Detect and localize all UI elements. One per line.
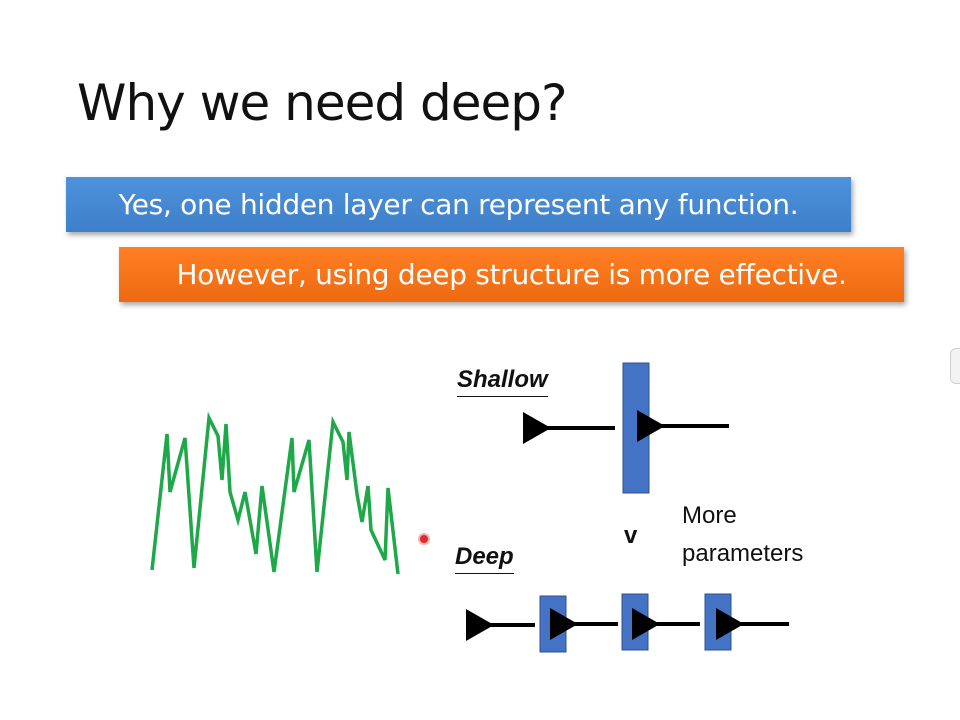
statement-banner-orange: However, using deep structure is more ef…: [119, 247, 904, 302]
slide-title: Why we need deep?: [77, 74, 568, 132]
comparison-symbol: v: [624, 522, 638, 549]
deep-layer-1: [539, 595, 567, 653]
shallow-label: Shallow: [457, 366, 548, 397]
deep-layer-2: [621, 593, 649, 651]
deep-layer-3: [704, 593, 732, 651]
deep-label: Deep: [455, 543, 514, 574]
shallow-hidden-layer: [622, 362, 650, 494]
side-panel-tab[interactable]: [950, 348, 960, 384]
note-line-1: More: [682, 502, 737, 529]
laser-pointer-dot: [418, 533, 430, 545]
statement-banner-blue: Yes, one hidden layer can represent any …: [66, 177, 851, 232]
parameters-note: More parameters: [682, 497, 803, 573]
note-line-2: parameters: [682, 540, 804, 567]
target-function-curve: [150, 411, 400, 575]
